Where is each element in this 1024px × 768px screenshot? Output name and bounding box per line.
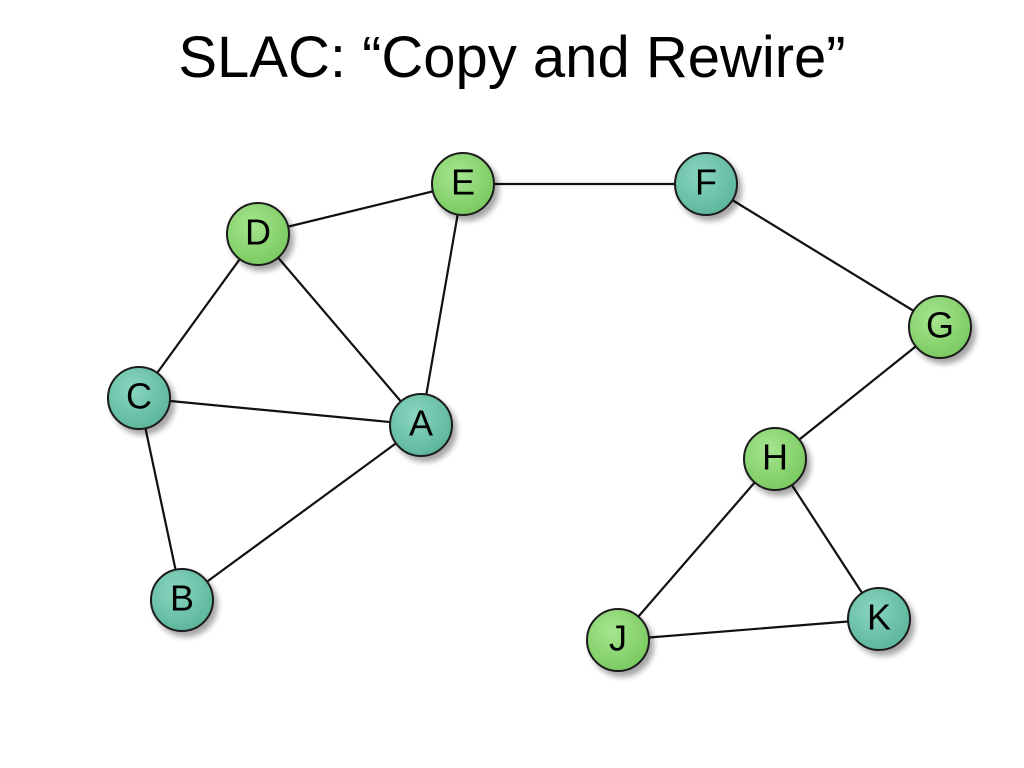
edge-j-k [617,617,880,642]
node-label: H [762,437,788,478]
node-f: F [674,152,738,216]
node-label: J [609,618,627,659]
node-circle [389,393,453,457]
edge-c-a [138,396,422,427]
node-label: A [409,403,433,444]
edge-e-a [419,183,465,426]
node-label: C [126,376,152,417]
node-b: B [150,568,214,632]
edge-h-j [617,458,776,641]
slide-title: SLAC: “Copy and Rewire” [178,25,846,90]
node-circle [743,427,807,491]
node-label: K [867,597,891,638]
edge-d-e [257,182,464,236]
node-label: B [170,578,194,619]
nodes-layer: A B C D E F G H J K [107,152,972,672]
edges-layer [137,182,941,642]
edge-d-a [257,233,422,426]
edge-g-h [774,326,941,460]
node-circle [431,152,495,216]
node-c: C [107,366,171,430]
node-label: D [245,212,271,253]
node-circle [586,608,650,672]
node-circle [674,152,738,216]
edge-b-a [181,424,422,601]
edge-d-c [138,233,259,399]
node-d: D [226,202,290,266]
node-k: K [847,587,911,651]
node-label: E [451,162,475,203]
node-h: H [743,427,807,491]
node-circle [908,295,972,359]
node-j: J [586,608,650,672]
node-circle [107,366,171,430]
node-e: E [431,152,495,216]
node-circle [226,202,290,266]
node-g: G [908,295,972,359]
edge-c-b [137,397,184,601]
node-a: A [389,393,453,457]
node-circle [150,568,214,632]
node-label: F [695,162,717,203]
node-circle [847,587,911,651]
edge-f-g [705,183,941,328]
node-label: G [926,305,954,346]
